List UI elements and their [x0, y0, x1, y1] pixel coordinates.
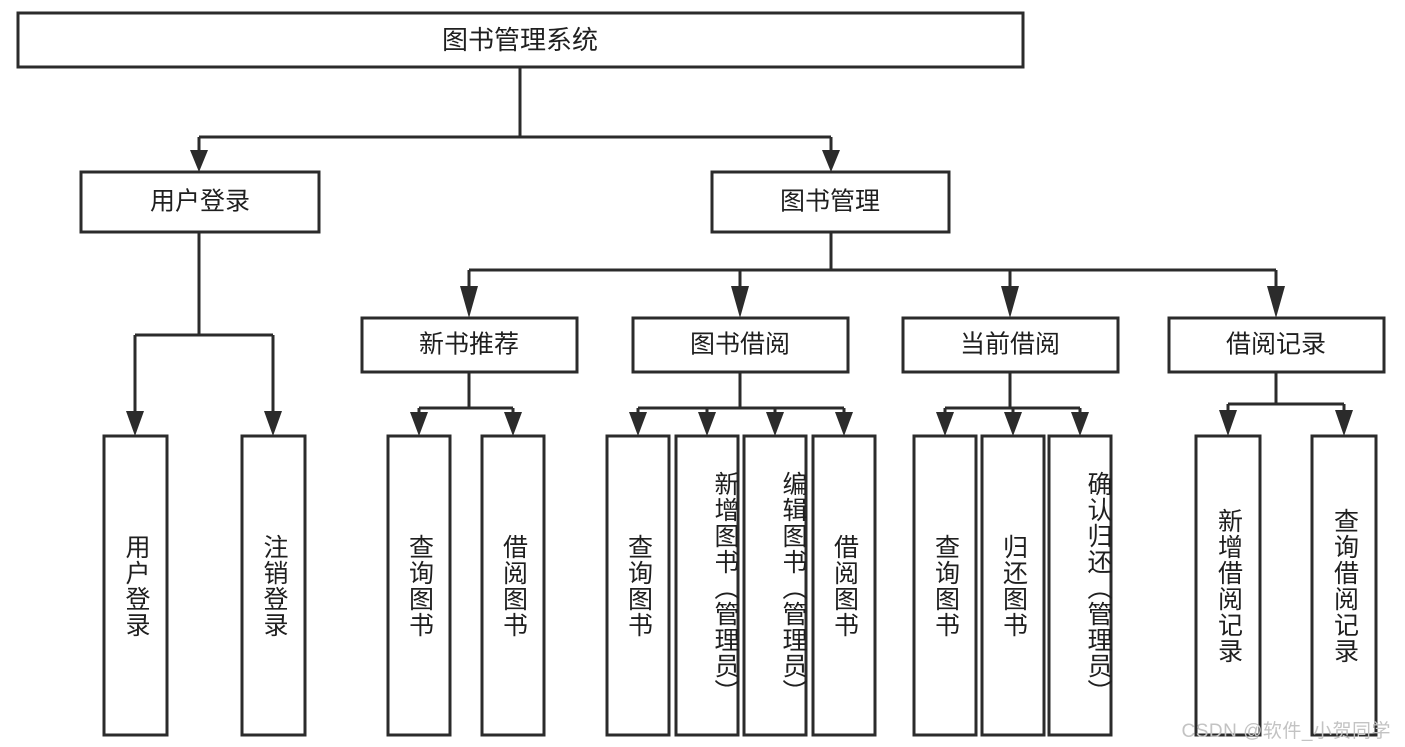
arrow-head-cb-leaf-1	[936, 412, 954, 436]
node-root-rect[interactable]	[16, 11, 1025, 69]
node-new-book-recommend[interactable]: 新书推荐	[360, 316, 579, 374]
node-new-book-recommend-rect[interactable]	[360, 316, 579, 374]
node-new-book-recommend-label: 新书推荐	[419, 331, 519, 359]
arrow-head-leaf-logout	[264, 411, 282, 436]
node-book-borrow-label: 图书借阅	[690, 331, 790, 359]
node-current-borrow-rect[interactable]	[901, 316, 1120, 374]
arrow-head-bb-leaf-4	[835, 412, 853, 436]
arrow-head-br-leaf-1	[1219, 410, 1237, 436]
leaf-cb-confirm-return-rect[interactable]	[1047, 434, 1113, 737]
connector-layer	[126, 67, 1353, 436]
arrow-head-book-borrow	[731, 286, 749, 318]
leaf-bb-query-book-rect[interactable]	[605, 434, 671, 737]
node-layer: 图书管理系统 用户登录 图书管理 新书推荐 图书借阅 当前	[16, 11, 1386, 737]
node-current-borrow[interactable]: 当前借阅	[901, 316, 1120, 374]
csdn-watermark: CSDN @软件_小贺同学	[1181, 721, 1391, 742]
node-user-login[interactable]: 用户登录	[79, 170, 321, 234]
arrow-head-nb-leaf-2	[504, 412, 522, 436]
node-user-login-label: 用户登录	[150, 188, 250, 216]
arrow-head-bb-leaf-3	[766, 412, 784, 436]
leaf-bb-add-book-rect[interactable]	[674, 434, 740, 737]
arrow-head-borrow-record	[1267, 286, 1285, 318]
leaf-logout-rect[interactable]	[240, 434, 307, 737]
node-borrow-record-rect[interactable]	[1167, 316, 1386, 374]
arrow-head-bb-leaf-2	[698, 412, 716, 436]
arrow-head-new-book	[460, 286, 478, 318]
leaf-nb-borrow-book-rect[interactable]	[480, 434, 546, 737]
leaf-bb-edit-book-rect[interactable]	[742, 434, 808, 737]
node-user-login-rect[interactable]	[79, 170, 321, 234]
arrow-head-current-borrow	[1001, 286, 1019, 318]
arrow-head-user-login	[190, 150, 208, 172]
node-book-manage-label: 图书管理	[780, 188, 880, 216]
node-book-manage-rect[interactable]	[710, 170, 951, 234]
node-borrow-record-label: 借阅记录	[1226, 331, 1326, 359]
leaf-cb-return-book-rect[interactable]	[980, 434, 1046, 737]
node-root-label: 图书管理系统	[442, 25, 598, 55]
arrow-head-cb-leaf-2	[1004, 412, 1022, 436]
leaf-user-login-rect[interactable]	[102, 434, 169, 737]
arrow-head-nb-leaf-1	[410, 412, 428, 436]
leaf-cb-query-book-rect[interactable]	[912, 434, 978, 737]
arrow-head-cb-leaf-3	[1071, 412, 1089, 436]
node-book-manage[interactable]: 图书管理	[710, 170, 951, 234]
node-root[interactable]: 图书管理系统	[16, 11, 1025, 69]
leaf-br-query-record-rect[interactable]	[1310, 434, 1378, 737]
node-borrow-record[interactable]: 借阅记录	[1167, 316, 1386, 374]
node-current-borrow-label: 当前借阅	[960, 331, 1060, 359]
node-book-borrow-rect[interactable]	[631, 316, 850, 374]
arrow-head-bb-leaf-1	[629, 412, 647, 436]
arrow-head-book-manage	[822, 150, 840, 172]
arrow-head-br-leaf-2	[1335, 410, 1353, 436]
node-book-borrow[interactable]: 图书借阅	[631, 316, 850, 374]
leaf-bb-borrow-book-rect[interactable]	[811, 434, 877, 737]
leaf-br-add-record-rect[interactable]	[1194, 434, 1262, 737]
leaf-nb-query-book-rect[interactable]	[386, 434, 452, 737]
arrow-head-leaf-user-login	[126, 411, 144, 436]
